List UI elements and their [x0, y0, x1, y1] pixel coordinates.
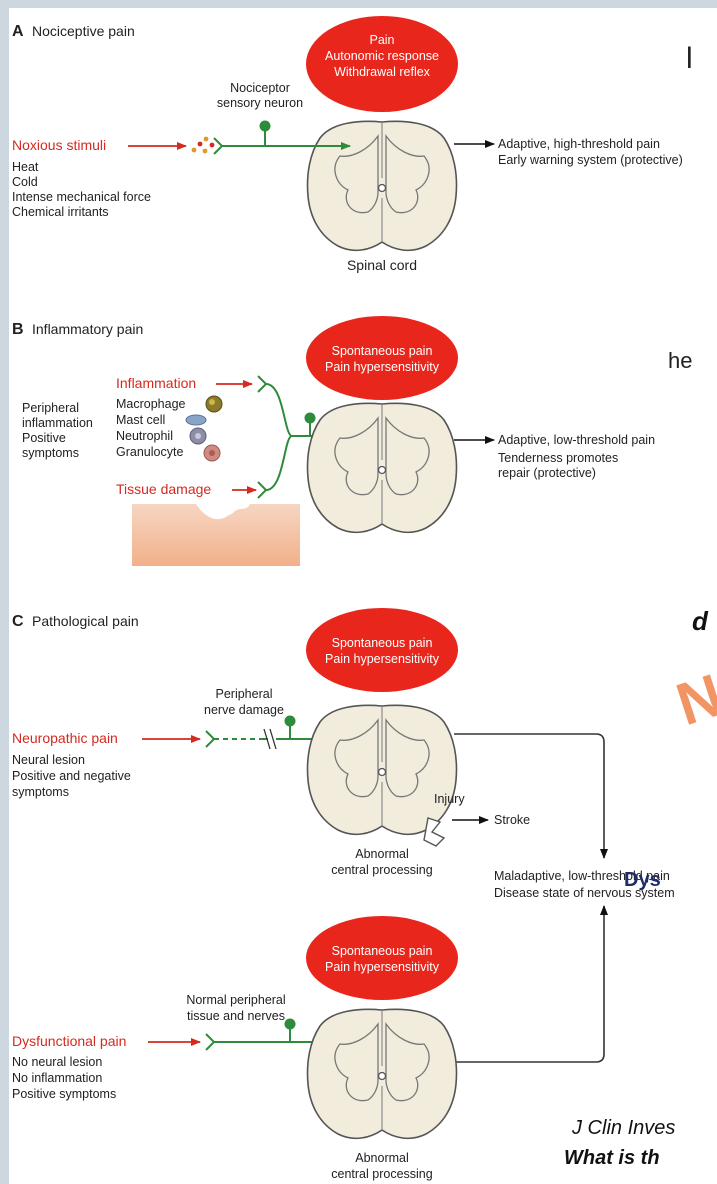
brain-response-ellipse-a: [306, 16, 458, 112]
panel-b: B Inflammatory pain Spontaneous pain Pai…: [12, 316, 655, 566]
dysfunctional-item-1: No neural lesion: [12, 1055, 102, 1069]
macrophage-icon: [206, 396, 222, 412]
overlay-citation: J Clin Inves: [571, 1117, 675, 1139]
cell-neutrophil: Neutrophil: [116, 429, 173, 443]
panel-a-title: Nociceptive pain: [32, 23, 135, 39]
outcome-b-line1: Adaptive, low-threshold pain: [498, 433, 655, 447]
stimulus-item-4: Chemical irritants: [12, 205, 109, 219]
granulocyte-icon: [204, 445, 220, 461]
tissue-damage-label: Tissue damage: [116, 481, 211, 497]
injury-label: Injury: [434, 792, 465, 806]
overlay-letter-l: l: [686, 42, 693, 75]
panel-c: C Pathological pain Spontaneous pain Pai…: [12, 608, 675, 1181]
normal-label-line2: tissue and nerves: [187, 1009, 285, 1023]
cell-mast: Mast cell: [116, 413, 165, 427]
damage-label-line2: nerve damage: [204, 703, 284, 717]
spinal-cord-a: [308, 121, 457, 250]
dysfunctional-item-2: No inflammation: [12, 1071, 102, 1085]
outcome-a-line2: Early warning system (protective): [498, 153, 683, 167]
overlay-he: he: [668, 348, 692, 373]
inflammation-label: Inflammation: [116, 375, 196, 391]
central-2-line1: Abnormal: [355, 1151, 409, 1165]
cell-granulocyte: Granulocyte: [116, 445, 183, 459]
side-label-1: Peripheral: [22, 401, 79, 415]
brain-response-c1-line1: Spontaneous pain: [332, 636, 433, 650]
panel-a: A Nociceptive pain Pain Autonomic respon…: [12, 16, 683, 273]
overlay-dys: Dys: [624, 869, 661, 891]
cell-macrophage: Macrophage: [116, 397, 186, 411]
outcome-a-line1: Adaptive, high-threshold pain: [498, 137, 660, 151]
central-1-line2: central processing: [331, 863, 432, 877]
brain-response-ellipse-c2: [306, 916, 458, 1000]
dysfunctional-pain-label: Dysfunctional pain: [12, 1033, 126, 1049]
central-2-line2: central processing: [331, 1167, 432, 1181]
spinal-cord-label: Spinal cord: [347, 257, 417, 273]
spinal-cord-c1: [308, 705, 457, 834]
neuropathic-item-1: Neural lesion: [12, 753, 85, 767]
neuropathic-item-3: symptoms: [12, 785, 69, 799]
panel-c-letter: C: [12, 613, 24, 630]
brain-response-c2-line2: Pain hypersensitivity: [325, 960, 440, 974]
noxious-stimuli-label: Noxious stimuli: [12, 137, 106, 153]
dysfunctional-item-3: Positive symptoms: [12, 1087, 116, 1101]
neutrophil-icon: [190, 428, 206, 444]
stroke-label: Stroke: [494, 813, 530, 827]
overlay-question: What is th: [564, 1147, 660, 1169]
brain-response-b-line2: Pain hypersensitivity: [325, 360, 440, 374]
panel-b-letter: B: [12, 321, 24, 338]
panel-c-title: Pathological pain: [32, 613, 139, 629]
brain-response-b-line1: Spontaneous pain: [332, 344, 433, 358]
neuron-label-line1: Nociceptor: [230, 81, 290, 95]
brain-response-a-line3: Withdrawal reflex: [334, 65, 431, 79]
neuropathic-item-2: Positive and negative: [12, 769, 131, 783]
connector-top: [454, 734, 604, 858]
side-label-3: Positive: [22, 431, 66, 445]
overlay-n: N: [669, 661, 717, 738]
slide-overlay-text: l he d N Dys J Clin Inves What is th: [564, 42, 717, 1169]
side-label-4: symptoms: [22, 446, 79, 460]
brain-response-a-line2: Autonomic response: [325, 49, 439, 63]
central-1-line1: Abnormal: [355, 847, 409, 861]
brain-response-ellipse-c1: [306, 608, 458, 692]
mast-cell-icon: [186, 415, 206, 425]
overlay-d: d: [692, 606, 709, 636]
brain-response-c1-line2: Pain hypersensitivity: [325, 652, 440, 666]
side-label-2: inflammation: [22, 416, 93, 430]
injury-notch: [424, 818, 444, 846]
panel-b-title: Inflammatory pain: [32, 321, 143, 337]
normal-label-line1: Normal peripheral: [186, 993, 285, 1007]
stimulus-item-3: Intense mechanical force: [12, 190, 151, 204]
stimulus-item-1: Heat: [12, 160, 39, 174]
neuropathic-pain-label: Neuropathic pain: [12, 730, 118, 746]
outcome-b-line2: Tenderness promotes: [498, 451, 618, 465]
damage-label-line1: Peripheral: [216, 687, 273, 701]
spinal-cord-c2: [308, 1009, 457, 1138]
stimulus-particles: [192, 137, 215, 154]
neuron-label-line2: sensory neuron: [217, 96, 303, 110]
spinal-cord-b: [308, 403, 457, 532]
panel-a-letter: A: [12, 23, 24, 40]
outcome-b-line3: repair (protective): [498, 466, 596, 480]
brain-response-a-line1: Pain: [369, 33, 394, 47]
brain-response-c2-line1: Spontaneous pain: [332, 944, 433, 958]
stimulus-item-2: Cold: [12, 175, 38, 189]
brain-response-ellipse-b: [306, 316, 458, 400]
connector-bottom: [454, 906, 604, 1062]
